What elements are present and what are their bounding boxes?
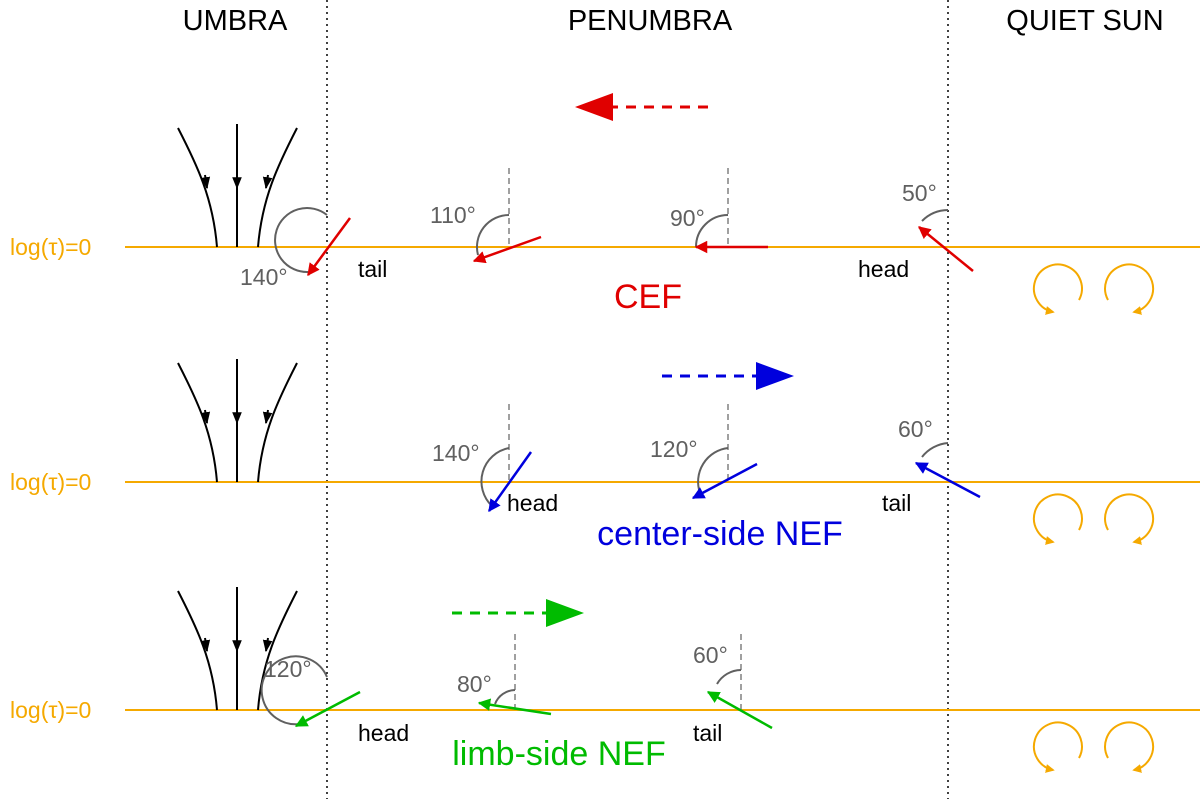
field-vector-arrow (691, 462, 758, 500)
umbral-field-lines (177, 587, 298, 711)
field-vector-arrow (706, 690, 773, 730)
flow-label-center-side-nef: center-side NEF (597, 515, 843, 553)
field-vector-arrow (918, 226, 974, 272)
convection-cells-icon (1032, 721, 1155, 773)
head-label: head (507, 490, 558, 516)
limb-nef-flow-arrowhead (546, 599, 584, 627)
convection-cells-icon (1032, 493, 1155, 545)
umbral-field-lines (177, 124, 298, 248)
angle-label: 60° (693, 642, 728, 668)
region-label-quiet-sun: QUIET SUN (1006, 5, 1163, 37)
umbral-field-lines (177, 359, 298, 483)
angle-arc-1 (260, 655, 328, 726)
angle-label: 60° (898, 416, 933, 442)
angle-label: 140° (240, 264, 288, 290)
angle-arc-1 (480, 447, 510, 507)
angle-arc-3 (716, 669, 742, 685)
tail-label: tail (882, 490, 911, 516)
tail-label: tail (358, 256, 387, 282)
field-vector-arrow (914, 461, 981, 499)
field-vector-arrow (472, 235, 542, 264)
region-label-umbra: UMBRA (183, 5, 288, 37)
angle-label: 140° (432, 440, 480, 466)
tau-label: log(τ)=0 (10, 234, 91, 260)
angle-label: 120° (650, 436, 698, 462)
angle-arc-2 (494, 689, 516, 705)
field-vector-arrow (477, 698, 552, 716)
row-cef: log(τ)=0 140° 110° 90° 50° tail head (10, 93, 1200, 316)
angle-label: 120° (264, 656, 312, 682)
tau-label: log(τ)=0 (10, 697, 91, 723)
head-label: head (358, 720, 409, 746)
field-vector-arrow (306, 217, 352, 277)
angle-label: 80° (457, 671, 492, 697)
center-nef-flow-arrowhead (756, 362, 794, 390)
cef-flow-arrowhead (575, 93, 613, 121)
tail-label: tail (693, 720, 722, 746)
angle-label: 50° (902, 180, 937, 206)
row-limb-side-nef: log(τ)=0 120° 80° 60° head tail limb-sid… (10, 587, 1200, 773)
row-center-side-nef: log(τ)=0 140° 120° 60° head tail center-… (10, 359, 1200, 553)
head-label: head (858, 256, 909, 282)
angle-arc-2 (697, 447, 729, 494)
flow-label-limb-side-nef: limb-side NEF (452, 735, 665, 773)
angle-arc-4 (921, 209, 949, 222)
region-label-penumbra: PENUMBRA (568, 5, 733, 37)
angle-arc-2 (475, 214, 510, 256)
angle-arc-3 (921, 442, 949, 458)
field-vector-arrow (487, 451, 533, 513)
field-vector-arrow (294, 690, 361, 728)
flow-label-cef: CEF (614, 278, 682, 316)
tau-label: log(τ)=0 (10, 469, 91, 495)
angle-arc-1: 140° (240, 207, 328, 290)
convection-cells-icon (1032, 263, 1155, 315)
angle-label: 110° (430, 202, 476, 228)
angle-label: 90° (670, 205, 705, 231)
